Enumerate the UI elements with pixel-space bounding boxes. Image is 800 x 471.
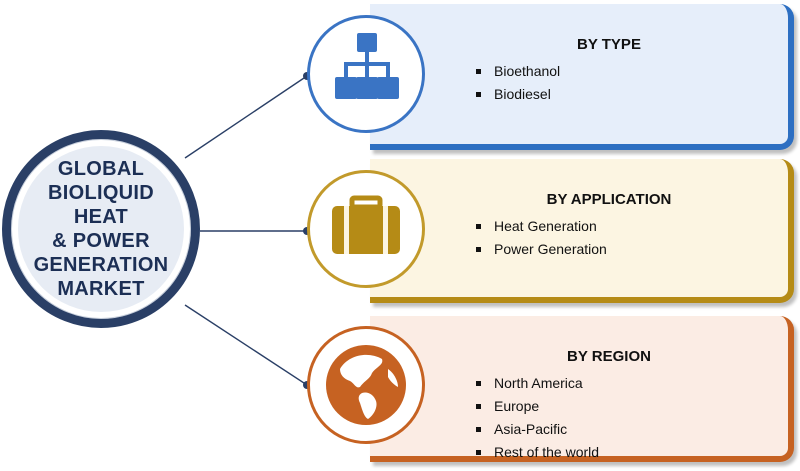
segment-list: Bioethanol Biodiesel — [472, 60, 560, 106]
list-item: North America — [472, 372, 599, 395]
type-icon-circle — [307, 15, 425, 133]
region-icon-circle — [307, 326, 425, 444]
market-hub-circle: GLOBAL BIOLIQUID HEAT & POWER GENERATION… — [2, 130, 200, 328]
briefcase-icon — [332, 195, 400, 254]
segment-title: BY TYPE — [577, 36, 641, 53]
bullet-icon — [476, 92, 481, 97]
bullet-icon — [476, 69, 481, 74]
hub-inner: GLOBAL BIOLIQUID HEAT & POWER GENERATION… — [18, 146, 184, 312]
segment-title: BY APPLICATION — [546, 191, 672, 208]
list-item: Heat Generation — [472, 215, 607, 238]
bullet-icon — [476, 427, 481, 432]
connector-region — [184, 304, 308, 386]
segment-card-application: BY APPLICATION Heat Generation Power Gen… — [370, 159, 794, 303]
list-item: Europe — [472, 395, 599, 418]
segment-list: Heat Generation Power Generation — [472, 215, 607, 261]
bullet-icon — [476, 404, 481, 409]
hub-title: GLOBAL BIOLIQUID HEAT & POWER GENERATION… — [33, 158, 169, 300]
list-item: Asia-Pacific — [472, 418, 599, 441]
segment-title: BY REGION — [567, 348, 651, 365]
bullet-icon — [476, 450, 481, 455]
segment-card-type: BY TYPE Bioethanol Biodiesel — [370, 4, 794, 150]
segment-card-region: BY REGION North America Europe Asia-Paci… — [370, 316, 794, 462]
list-item: Biodiesel — [472, 83, 560, 106]
bullet-icon — [476, 224, 481, 229]
list-item: Power Generation — [472, 238, 607, 261]
hierarchy-icon — [335, 33, 399, 99]
bullet-icon — [476, 247, 481, 252]
segment-list: North America Europe Asia-Pacific Rest o… — [472, 372, 599, 464]
list-item: Rest of the world — [472, 441, 599, 464]
list-item: Bioethanol — [472, 60, 560, 83]
bullet-icon — [476, 381, 481, 386]
globe-icon — [326, 345, 406, 425]
connector-type — [184, 75, 308, 159]
application-icon-circle — [307, 170, 425, 288]
